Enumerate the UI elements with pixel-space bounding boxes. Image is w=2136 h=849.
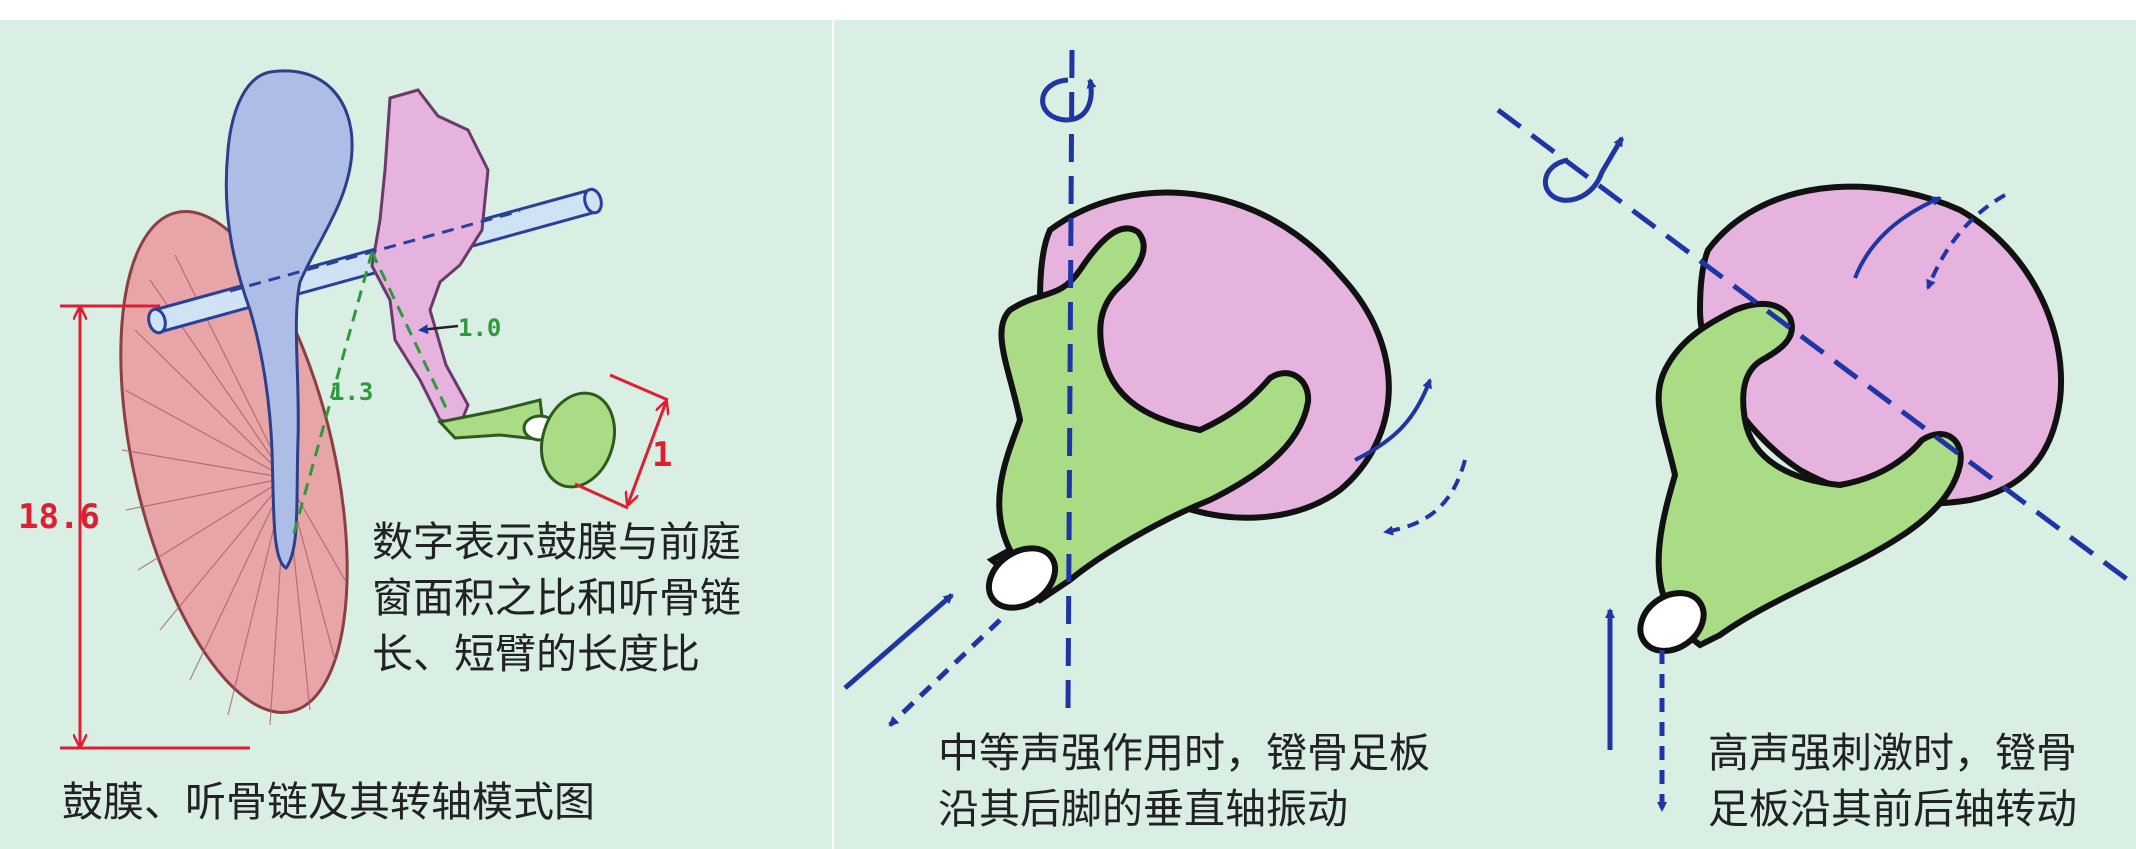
figure-svg: 18.6 1.3 1.0 1 bbox=[18, 49, 2130, 812]
model-caption: 鼓膜、听骨链及其转轴模式图 bbox=[62, 778, 595, 826]
axis-rotation-arrow bbox=[1543, 136, 1625, 203]
rotation-arrow-dashed bbox=[1926, 193, 2006, 290]
moderate-caption: 中等声强作用时，镫骨足板 沿其后脚的垂直轴振动 bbox=[938, 729, 1430, 833]
model-note: 数字表示鼓膜与前庭 窗面积之比和听骨链 长、短臂的长度比 bbox=[372, 518, 741, 678]
axis-rotation-arrow bbox=[1040, 77, 1097, 123]
incus bbox=[370, 88, 490, 427]
moderate-panel bbox=[843, 49, 1467, 727]
rotation-arrow-dashed bbox=[1383, 459, 1467, 536]
stapes bbox=[437, 391, 616, 489]
intense-panel bbox=[1496, 107, 2130, 812]
intense-caption: 高声强刺激时，镫骨 足板沿其前后轴转动 bbox=[1708, 729, 2077, 833]
anteroposterior-axis bbox=[1496, 107, 2130, 583]
membrane-dimension bbox=[60, 304, 250, 750]
model-panel: 18.6 1.3 1.0 1 bbox=[18, 69, 672, 750]
panel-divider bbox=[832, 20, 834, 849]
rod-hidden-line bbox=[229, 209, 521, 293]
push-arrow-dashed bbox=[888, 618, 1002, 727]
figure-stage: 18.6 1.3 1.0 1 bbox=[0, 20, 2136, 849]
short-arm-label: 1.0 bbox=[458, 314, 501, 342]
malleus bbox=[224, 69, 354, 570]
vertical-axis bbox=[1065, 49, 1075, 711]
rotation-arrow-solid bbox=[1354, 378, 1432, 462]
window-dimension bbox=[574, 373, 668, 510]
window-label: 1 bbox=[652, 435, 672, 475]
push-arrow-solid bbox=[843, 593, 954, 690]
stapes-head bbox=[1637, 590, 1707, 654]
rotation-arrow-solid bbox=[1853, 196, 1942, 279]
short-arm-pointer bbox=[418, 324, 459, 335]
stapes-head bbox=[985, 545, 1059, 611]
stapes-crura bbox=[1650, 300, 1964, 649]
ossicle-arm-lines bbox=[290, 251, 450, 541]
long-arm-label: 1.3 bbox=[330, 378, 373, 406]
membrane-ratio-label: 18.6 bbox=[18, 497, 100, 537]
